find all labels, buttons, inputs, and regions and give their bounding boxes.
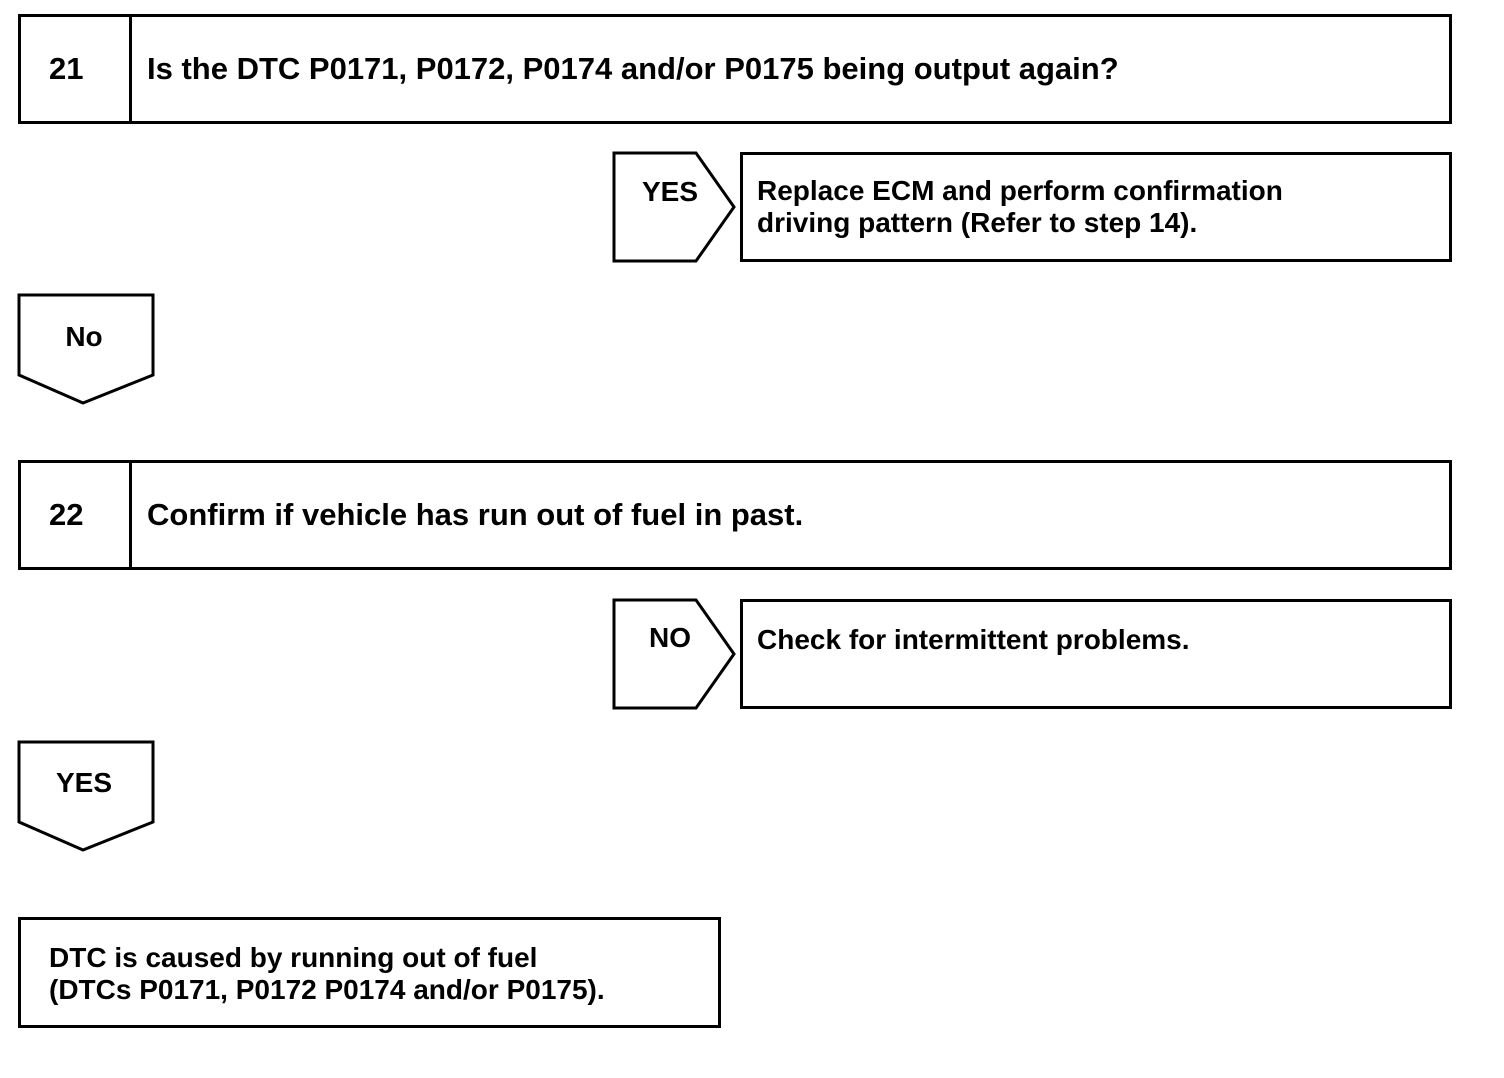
step-21-yes-label: YES: [641, 176, 699, 207]
step-21-no-arrow: [17, 293, 155, 405]
step-22-no-result-text: Check for intermittent problems.: [757, 624, 1190, 655]
step-22-box: 22 Confirm if vehicle has run out of fue…: [18, 460, 1452, 570]
step-22-no-label: NO: [649, 622, 691, 653]
step-22-number: 22: [21, 463, 132, 567]
step-22-no-result-box: Check for intermittent problems.: [740, 599, 1452, 709]
step-21-question: Is the DTC P0171, P0172, P0174 and/or P0…: [147, 51, 1119, 86]
step-21-yes-result-box: Replace ECM and perform confirmation dri…: [740, 152, 1452, 262]
final-result-box: DTC is caused by running out of fuel (DT…: [18, 917, 721, 1028]
step-22-yes-arrow: [17, 740, 155, 852]
final-result-text: DTC is caused by running out of fuel (DT…: [49, 942, 605, 1005]
step-22-yes-label: YES: [55, 767, 113, 798]
step-21-no-label: No: [65, 321, 103, 352]
step-21-box: 21 Is the DTC P0171, P0172, P0174 and/or…: [18, 14, 1452, 124]
step-22-no-arrow: [612, 598, 736, 710]
step-21-yes-result-text: Replace ECM and perform confirmation dri…: [757, 175, 1283, 238]
step-21-yes-arrow: [612, 151, 736, 263]
step-21-number: 21: [21, 17, 132, 121]
step-22-question: Confirm if vehicle has run out of fuel i…: [147, 497, 804, 532]
